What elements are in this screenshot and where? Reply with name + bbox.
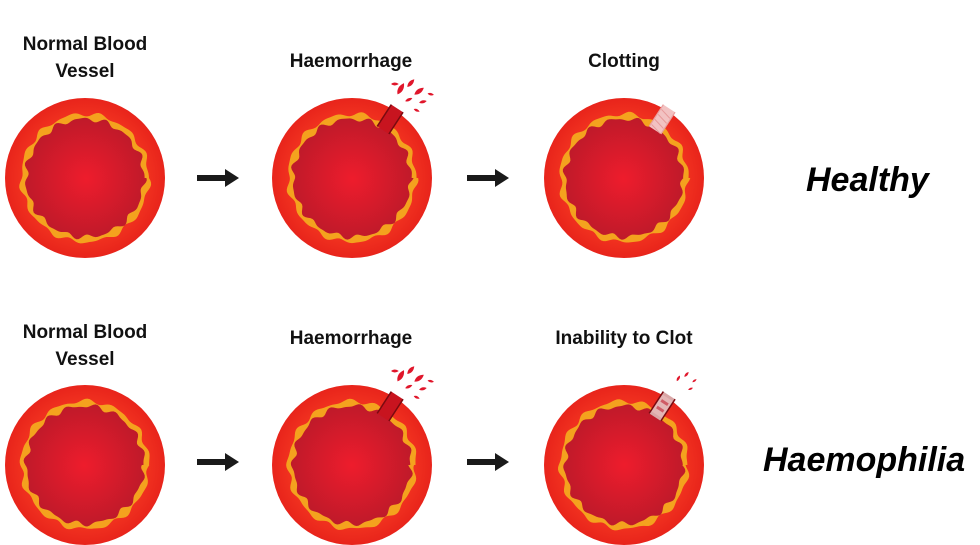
condition-label-healthy: Healthy xyxy=(806,161,929,199)
lumen xyxy=(291,118,414,240)
arrow-icon xyxy=(197,453,239,471)
blood-drop xyxy=(413,395,420,399)
blood-drop xyxy=(413,108,420,112)
blood-drop xyxy=(692,379,697,383)
blood-drop xyxy=(688,387,693,391)
stage-label-clotting: Clotting xyxy=(588,51,660,72)
lumen xyxy=(562,117,684,240)
stage-label-haemorrhage-healthy: Haemorrhage xyxy=(289,51,413,72)
blood-drop xyxy=(407,79,415,87)
lumen xyxy=(23,404,145,527)
lumen xyxy=(563,404,686,526)
haemorrhage-vessel-healthy xyxy=(272,79,434,258)
haemorrhage-vessel-haemophilia xyxy=(272,366,434,545)
arrow-icon xyxy=(197,169,239,187)
blood-drop xyxy=(684,372,689,377)
normal-blood-vessel-haemophilia xyxy=(5,385,165,545)
blood-drop xyxy=(397,83,405,95)
blood-drop xyxy=(676,375,681,382)
arrow-icon xyxy=(467,169,509,187)
normal-blood-vessel-healthy xyxy=(5,98,165,258)
blood-drop xyxy=(405,97,413,102)
stage-label-haemorrhage-haemophilia: Haemorrhage xyxy=(289,328,413,349)
blood-drop xyxy=(391,369,399,373)
clotted-vessel xyxy=(544,98,704,258)
blood-drop xyxy=(405,384,413,389)
blood-drop xyxy=(419,100,427,104)
condition-label-haemophilia: Haemophilia xyxy=(763,441,966,479)
blood-drop xyxy=(414,374,424,382)
lumen xyxy=(290,404,413,527)
blood-drop xyxy=(414,87,424,95)
blood-drop xyxy=(397,370,405,382)
blood-drop xyxy=(391,82,399,86)
arrow-icon xyxy=(467,453,509,471)
stage-label-normal-vessel-haemophilia: Normal Blood Vessel xyxy=(22,322,148,370)
lumen xyxy=(24,117,147,240)
blood-drop xyxy=(419,387,427,391)
stage-label-normal-vessel-healthy: Normal Blood Vessel xyxy=(22,34,148,82)
unclotted-vessel xyxy=(544,372,704,545)
blood-drop xyxy=(427,379,434,383)
stage-label-inability-to-clot: Inability to Clot xyxy=(555,328,693,349)
blood-drop xyxy=(427,92,434,96)
blood-drop xyxy=(407,366,415,374)
